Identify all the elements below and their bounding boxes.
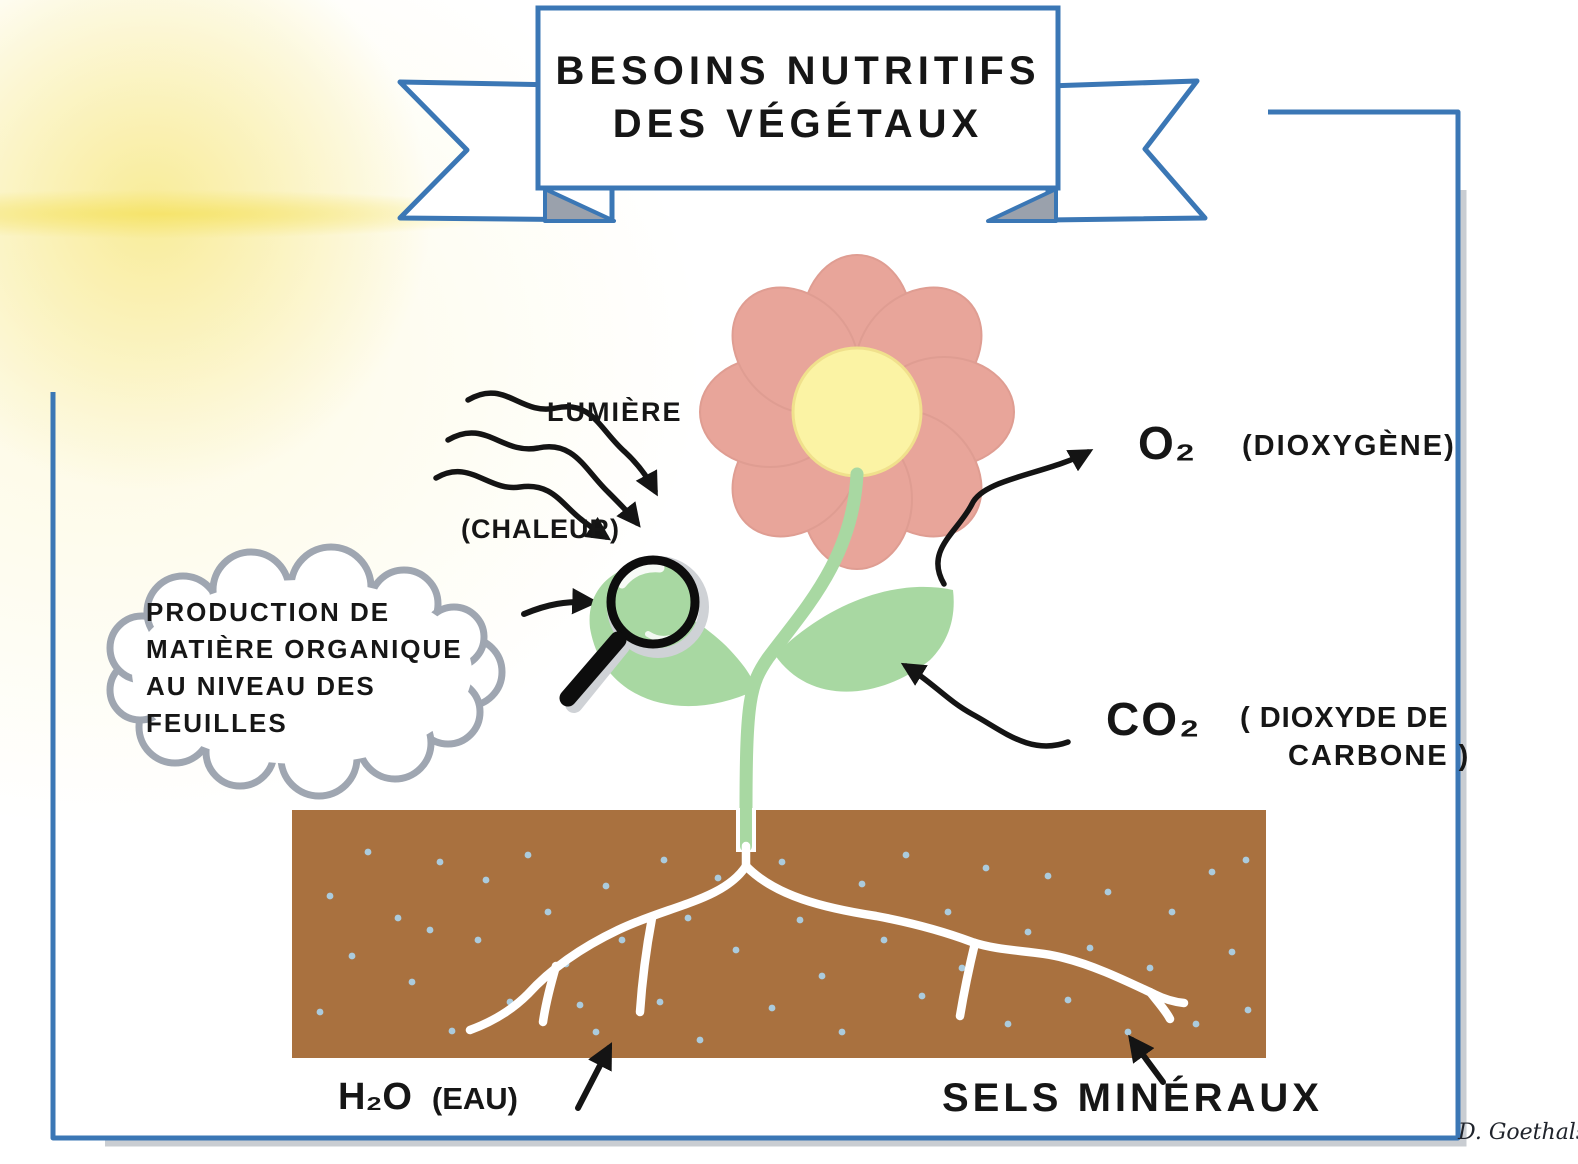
label-water-formula: H₂O [338,1076,412,1118]
soil [292,810,1266,1058]
label-minerals: SELS MINÉRAUX [942,1076,1323,1120]
stem [739,467,864,819]
label-water: H₂O (EAU) [338,1076,518,1119]
label-light: LUMIÈRE [547,397,683,427]
cloud-note-line-1: PRODUCTION DE [146,597,391,627]
magnifier-icon [559,555,709,713]
co2-arrow [900,662,1071,749]
frame-border [50,109,1461,1141]
title-line-2: DES VÉGÉTAUX [612,102,984,146]
ribbon-tail-right [1045,78,1208,223]
water-dots [316,848,1252,1044]
banner-ribbon [397,5,1208,223]
leaf-right [775,586,954,692]
cloud-pointer-arrow [521,588,599,617]
cloud-note-line-2: MATIÈRE ORGANIQUE [146,634,463,664]
roots [465,841,1189,1035]
title-line-1: BESOINS NUTRITIFS [555,49,1041,93]
flower-center [791,346,923,478]
label-co2-formula: CO₂ [1106,693,1202,745]
label-heat: (CHALEUR) [461,514,620,544]
label-co2-name-line2: CARBONE ) [1288,740,1471,772]
ribbon-fold-left [543,187,616,223]
h2o-arrow [575,1042,613,1111]
minerals-arrow [1128,1034,1166,1085]
label-co2-name-line1: ( DIOXYDE DE [1240,702,1449,734]
magnifier-handle [559,631,627,707]
author-signature: D. Goethals [1458,1120,1578,1145]
cloud-note-line-3: AU NIVEAU DES [146,671,376,701]
label-water-name: (EAU) [431,1081,518,1116]
cloud-note-line-4: FEUILLES [146,708,288,738]
cloud-note-text: PRODUCTION DE MATIÈRE ORGANIQUE AU NIVEA… [146,594,486,742]
frame-shadow [105,190,1467,1147]
banner-panel [535,5,1061,191]
ribbon-fold-right [986,187,1058,223]
flower [699,254,1015,570]
label-oxygen-formula: O₂ [1138,417,1197,469]
cloud-callout [106,543,506,800]
label-oxygen-name: (DIOXYGÈNE) [1242,430,1456,462]
o2-arrow [935,449,1094,587]
page-title: BESOINS NUTRITIFS DES VÉGÉTAUX [538,8,1058,188]
light-ray-arrows [433,390,658,541]
